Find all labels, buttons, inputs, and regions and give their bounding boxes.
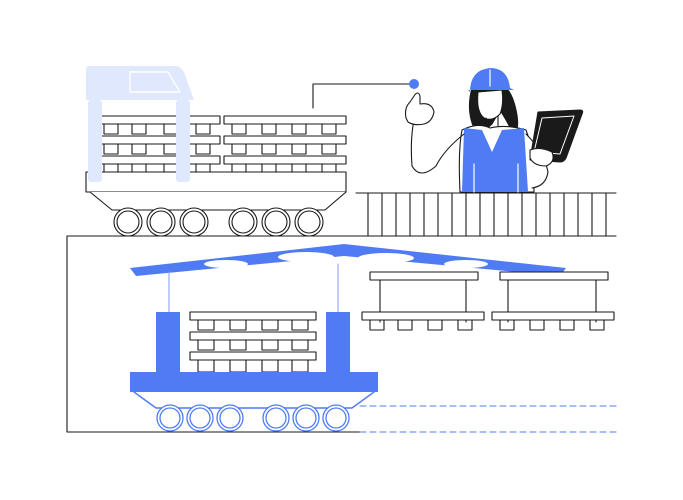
lower-cart-post-left: [156, 312, 180, 372]
upper-pallet-stack-right: [223, 115, 347, 173]
upper-lifting-frame-outline: [129, 71, 181, 93]
upper-pallet-stack-left: [99, 115, 221, 173]
lower-area-frame: [66, 235, 361, 433]
lower-cart-body: [130, 372, 378, 392]
worker-figure: [404, 68, 584, 193]
upper-transport-cart: [85, 66, 347, 237]
lower-pallet-stack: [189, 311, 317, 373]
hanging-pallet-1: [361, 271, 485, 331]
callout-line: [312, 83, 415, 109]
lower-cart-post-right: [326, 312, 350, 372]
worker-hand: [404, 92, 435, 126]
callout-marker: [409, 79, 419, 89]
railing-fence: [355, 192, 617, 237]
lower-transport-cart: [130, 311, 378, 432]
gantry-crane-beam: [130, 244, 566, 313]
worker-tablet-hand: [529, 147, 554, 167]
upper-cart-wheels: [113, 207, 324, 237]
lower-cart-undercarriage: [133, 391, 375, 409]
worker-face: [477, 89, 504, 120]
hanging-pallet-2: [491, 271, 615, 331]
safety-vest: [462, 128, 528, 192]
worker-pointing-arm: [410, 119, 465, 174]
upper-cart-body: [85, 171, 347, 193]
lower-cart-wheels: [156, 404, 350, 432]
hard-hat-icon: [468, 68, 514, 92]
upper-cart-undercarriage: [89, 191, 347, 211]
